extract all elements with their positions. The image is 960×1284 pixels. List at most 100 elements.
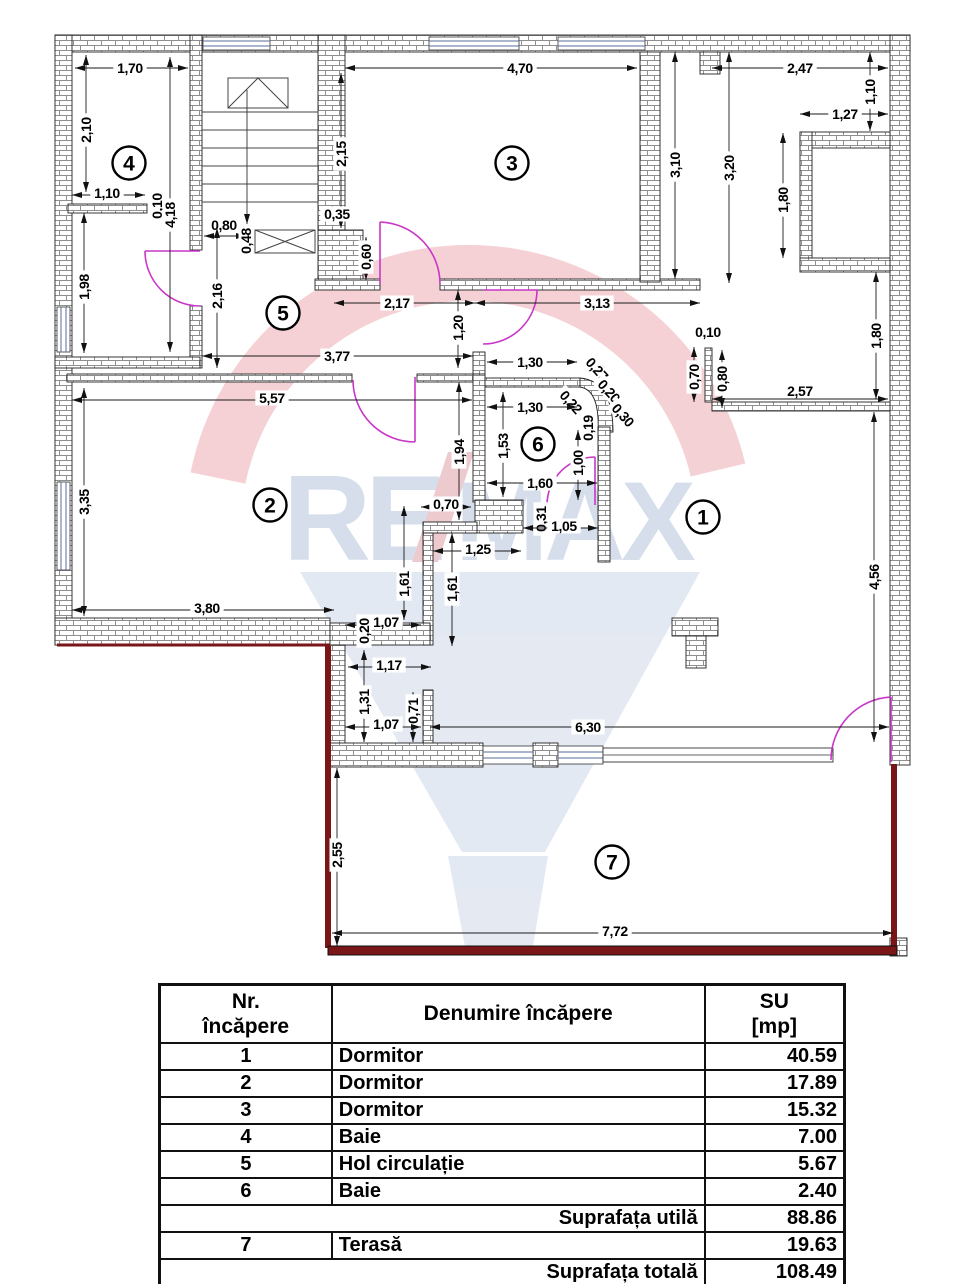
svg-text:1,25: 1,25	[465, 541, 491, 557]
dimension-label: 1,20	[450, 311, 466, 345]
door-arc	[830, 696, 892, 762]
room-number-7: 7	[594, 844, 630, 880]
header-nr: Nr. încăpere	[158, 983, 333, 1044]
dimension-label: 0,35	[320, 206, 354, 222]
floor-plan: RE MAX	[54, 34, 911, 957]
dimension-label: 0,31	[533, 502, 549, 536]
room-number-cell: 7	[158, 1231, 333, 1260]
dimension-label: 1,07	[369, 716, 403, 732]
door-arc	[144, 250, 201, 307]
dimension-label: 1,61	[444, 572, 460, 606]
area-value-cell: 40.59	[703, 1042, 846, 1071]
dimension-label: 7,72	[598, 923, 632, 939]
dimension-label: 0,20	[356, 614, 372, 648]
dimension-label: 3,10	[667, 148, 683, 182]
svg-text:0,60: 0,60	[358, 244, 374, 270]
dimension-label: 0,10	[691, 324, 725, 340]
dimension-label: 0,19	[580, 411, 596, 445]
terrace-boundary	[57, 643, 898, 956]
room-name-cell: Dormitor	[330, 1042, 706, 1071]
door-arc	[352, 377, 416, 443]
svg-text:1,94: 1,94	[451, 439, 467, 465]
summary-label-cell: Suprafața utilă	[158, 1204, 706, 1233]
room-number-cell: 5	[158, 1150, 333, 1179]
dimension-label: 4,18	[162, 198, 178, 232]
svg-text:2,47: 2,47	[787, 60, 813, 76]
room-name-cell: Baie	[330, 1123, 706, 1152]
svg-text:2,17: 2,17	[384, 295, 410, 311]
dimension-label: 3,35	[76, 485, 92, 519]
table-header-row: Nr. încăpere Denumire încăpere SU [mp]	[158, 983, 846, 1044]
room-number-cell: 4	[158, 1123, 333, 1152]
dimension-label: 0,71	[405, 694, 421, 728]
svg-text:5,57: 5,57	[259, 390, 285, 406]
svg-text:1,31: 1,31	[356, 689, 372, 715]
dimension-label: 1,53	[495, 429, 511, 463]
svg-text:2,16: 2,16	[209, 283, 225, 309]
window	[56, 306, 71, 353]
svg-text:7,72: 7,72	[602, 923, 628, 939]
area-value-cell: 7.00	[703, 1123, 846, 1152]
header-su: SU [mp]	[703, 983, 846, 1044]
dimension-label: 0,80	[207, 217, 241, 233]
dimension-label: 1,17	[372, 657, 406, 673]
svg-text:2: 2	[264, 495, 276, 518]
room-number-3: 3	[494, 145, 530, 181]
svg-text:1,98: 1,98	[76, 274, 92, 300]
svg-text:4: 4	[123, 153, 135, 176]
header-name: Denumire încăpere	[330, 983, 706, 1044]
svg-text:6: 6	[532, 434, 544, 457]
remax-watermark: RE MAX	[190, 244, 746, 952]
svg-text:1,80: 1,80	[775, 187, 791, 213]
svg-text:0,71: 0,71	[405, 698, 421, 724]
window	[428, 36, 520, 51]
room-number-1: 1	[685, 499, 721, 535]
svg-text:1,07: 1,07	[373, 716, 399, 732]
dimension-label: 3,20	[721, 151, 737, 185]
dimension-label: 2,17	[380, 295, 414, 311]
svg-text:2,55: 2,55	[329, 842, 345, 868]
area-value-cell: 5.67	[703, 1150, 846, 1179]
svg-text:1,70: 1,70	[117, 60, 143, 76]
area-value-cell: 15.32	[703, 1096, 846, 1125]
dimension-label: 6,30	[571, 719, 605, 735]
dimension-label: 1,94	[451, 435, 467, 469]
dimension-label: 2,55	[329, 838, 345, 872]
room-number-cell: 3	[158, 1096, 333, 1125]
dimension-label: 1,10	[862, 75, 878, 109]
summary-label-cell: Suprafața totală	[158, 1258, 706, 1284]
dimension-label: 3,13	[580, 295, 614, 311]
svg-text:1,30: 1,30	[517, 399, 543, 415]
dimension-label: 1,30	[513, 399, 547, 415]
dimension-label: 2,15	[333, 137, 349, 171]
dimension-label: 1,80	[868, 319, 884, 353]
svg-text:0,80: 0,80	[211, 217, 237, 233]
dimension-label: 1,30	[513, 354, 547, 370]
area-value-cell: 17.89	[703, 1069, 846, 1098]
window	[56, 481, 71, 571]
dimension-label: 0,70	[429, 496, 463, 512]
svg-text:0,70: 0,70	[686, 364, 702, 390]
room-number-6: 6	[520, 426, 556, 462]
svg-text:1: 1	[697, 507, 709, 530]
room-name-cell: Dormitor	[330, 1069, 706, 1098]
dimension-label: 2,47	[783, 60, 817, 76]
svg-text:0,48: 0,48	[238, 228, 254, 254]
area-value-cell: 2.40	[703, 1177, 846, 1206]
room-name-cell: Terasă	[330, 1231, 706, 1260]
window	[557, 36, 646, 51]
svg-text:3,80: 3,80	[194, 600, 220, 616]
svg-text:1,61: 1,61	[444, 576, 460, 602]
svg-text:2,10: 2,10	[78, 117, 94, 143]
room-name-cell: Baie	[330, 1177, 706, 1206]
room-name-cell: Hol circulație	[330, 1150, 706, 1179]
dimension-label: 1,05	[547, 518, 581, 534]
room-number-cell: 1	[158, 1042, 333, 1071]
svg-text:1,20: 1,20	[450, 315, 466, 341]
